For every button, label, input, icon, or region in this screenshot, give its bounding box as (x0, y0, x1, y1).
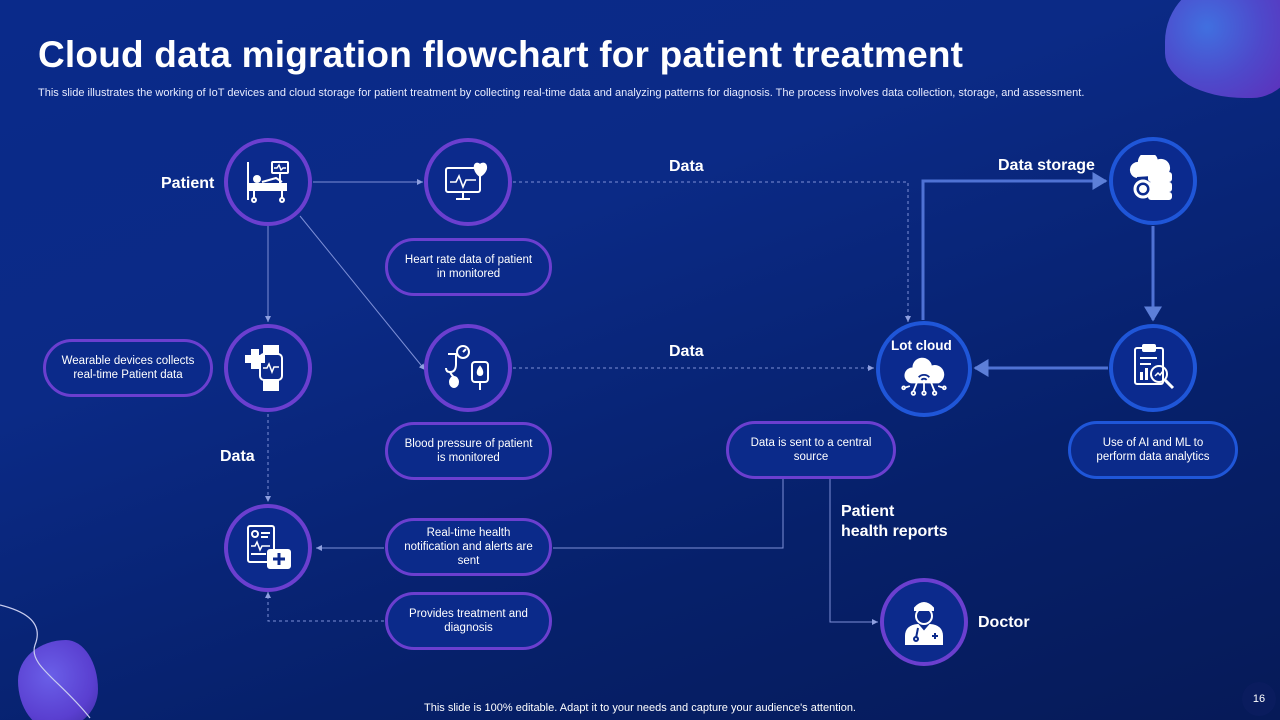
patient-node (224, 138, 312, 226)
data-label-left: Data (220, 448, 255, 465)
data-storage-node (1109, 137, 1197, 225)
wearable-node (224, 324, 312, 412)
iot-cloud-node (876, 321, 972, 417)
doctor-node (880, 578, 968, 666)
wearable-pill: Wearable devices collects real-time Pati… (43, 339, 213, 397)
connector-treatment-to-record (265, 592, 384, 622)
notification-pill: Real-time health notification and alerts… (385, 518, 552, 576)
analytics-node (1109, 324, 1197, 412)
slide-title: Cloud data migration flowchart for patie… (38, 34, 964, 75)
blood-pressure-pill: Blood pressure of patient is monitored (385, 422, 552, 480)
heart-monitor-icon (445, 162, 487, 200)
data-storage-label: Data storage (998, 157, 1095, 174)
patient-health-reports-label: Patient health reports (841, 502, 948, 542)
blood-pressure-icon (445, 345, 489, 390)
data-label-top: Data (669, 158, 704, 175)
connector-heart-to-cloud (513, 181, 911, 322)
connector-patient-to-bp (299, 215, 426, 371)
ai-ml-pill: Use of AI and ML to perform data analyti… (1068, 421, 1238, 479)
doctor-label: Doctor (978, 614, 1030, 631)
slide-subtitle: This slide illustrates the working of Io… (38, 87, 1085, 99)
analytics-report-icon (1134, 344, 1175, 390)
data-sent-pill: Data is sent to a central source (726, 421, 896, 479)
iot-cloud-icon (901, 357, 947, 396)
medical-record-icon (247, 525, 291, 569)
data-label-middle: Data (669, 343, 704, 360)
slide-footer: This slide is 100% editable. Adapt it to… (424, 702, 856, 714)
decorative-blob-bottom-left (18, 640, 98, 720)
lot-cloud-label: Lot cloud (891, 338, 952, 353)
decorative-curve (0, 604, 91, 719)
connector-datasent-to-notification (553, 479, 784, 549)
cloud-storage-icon (1129, 155, 1172, 200)
patient-label: Patient (161, 175, 215, 192)
smartwatch-icon (245, 345, 283, 391)
decorative-blob-top-right (1165, 0, 1280, 98)
patient-health-reports-line2: health reports (841, 523, 948, 540)
page-number: 16 (1242, 682, 1276, 716)
hospital-bed-icon (247, 161, 289, 203)
heart-rate-pill: Heart rate data of patient in monitored (385, 238, 552, 296)
connector-cloud-to-storage (921, 172, 1108, 320)
blood-pressure-node (424, 324, 512, 412)
treatment-pill: Provides treatment and diagnosis (385, 592, 552, 650)
medical-record-node (224, 504, 312, 592)
heart-monitor-node (424, 138, 512, 226)
doctor-icon (905, 602, 943, 645)
connector-reports-to-doctor (829, 479, 878, 625)
patient-health-reports-line1: Patient (841, 503, 895, 520)
